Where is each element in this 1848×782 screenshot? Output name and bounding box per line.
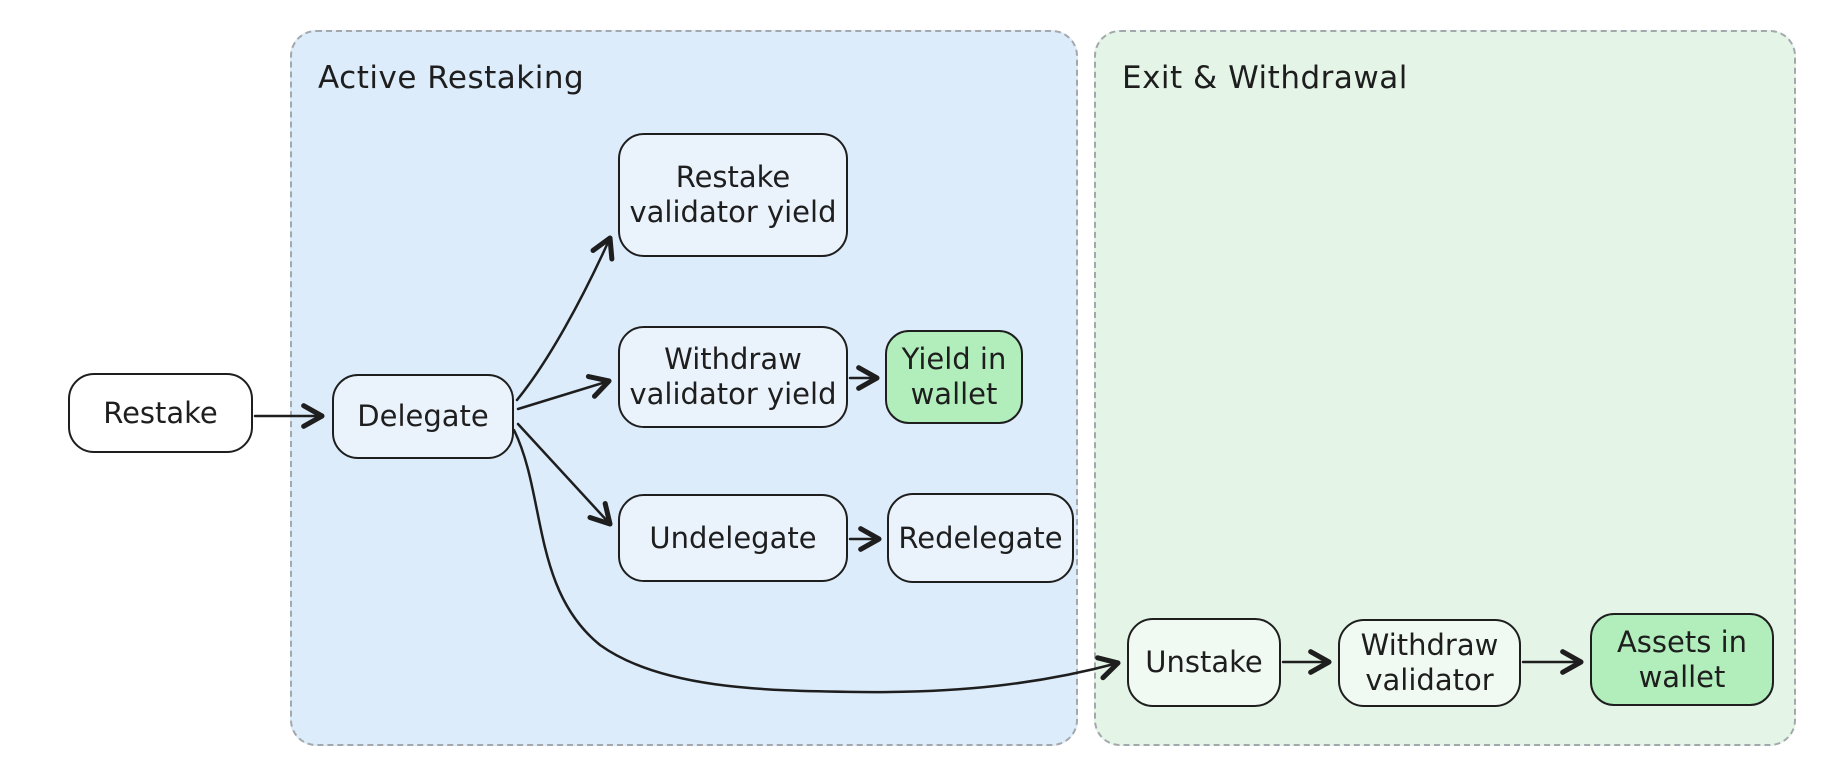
node-withdraw-validator-yield-label: Withdraw validator yield — [629, 342, 837, 411]
node-unstake-label: Unstake — [1145, 645, 1263, 680]
node-yield-in-wallet-label: Yield in wallet — [901, 342, 1007, 411]
node-withdraw-validator-yield: Withdraw validator yield — [618, 326, 848, 428]
node-redelegate: Redelegate — [887, 493, 1074, 583]
node-assets-in-wallet-label: Assets in wallet — [1616, 624, 1748, 694]
node-restake: Restake — [68, 373, 253, 453]
node-restake-label: Restake — [103, 395, 218, 430]
group-exit-withdrawal-label: Exit & Withdrawal — [1122, 60, 1408, 96]
node-unstake: Unstake — [1127, 618, 1281, 707]
node-yield-in-wallet: Yield in wallet — [885, 330, 1023, 424]
node-restake-validator-yield: Restake validator yield — [618, 133, 848, 257]
arrow-delegate-to-unstake — [512, 428, 1121, 694]
arrow-delegate-to-restake-validator-yield — [515, 235, 615, 402]
node-withdraw-validator: Withdraw validator — [1338, 619, 1521, 707]
node-redelegate-label: Redelegate — [898, 520, 1063, 555]
node-delegate-label: Delegate — [357, 399, 489, 434]
node-restake-validator-yield-label: Restake validator yield — [629, 160, 837, 229]
node-undelegate-label: Undelegate — [649, 520, 817, 555]
node-undelegate: Undelegate — [618, 494, 848, 582]
node-withdraw-validator-label: Withdraw validator — [1360, 628, 1499, 697]
arrow-delegate-to-withdraw-validator-yield — [516, 374, 612, 411]
node-assets-in-wallet: Assets in wallet — [1590, 613, 1774, 706]
arrow-delegate-to-undelegate — [516, 422, 613, 527]
group-active-restaking-label: Active Restaking — [318, 60, 585, 96]
node-delegate: Delegate — [332, 374, 514, 459]
